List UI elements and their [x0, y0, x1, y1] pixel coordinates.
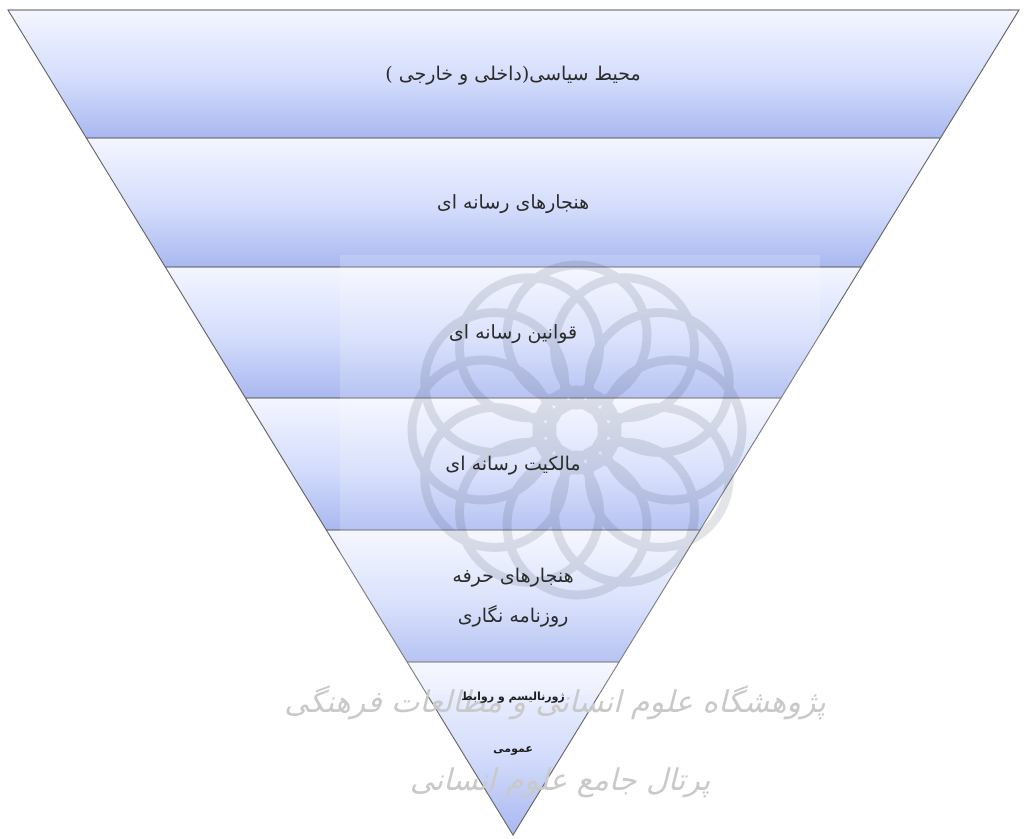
layer-5-label-line-1: هنجارهای حرفه: [452, 565, 573, 587]
watermark-backdrop: [340, 255, 820, 695]
pyramid-labels: محیط سیاسی(داخلی و خارجی ) هنجارهای رسانه…: [385, 63, 640, 755]
watermark-petal: [455, 273, 604, 423]
watermark-petal: [584, 403, 734, 552]
watermark-petal: [407, 355, 557, 505]
watermark-petal: [502, 450, 652, 600]
watermark-petal: [502, 260, 652, 410]
layer-1-label-line-1: محیط سیاسی(داخلی و خارجی ): [385, 63, 640, 85]
watermark-petal: [597, 355, 747, 505]
pyramid-layer-6: [406, 661, 620, 836]
pyramid-layers: [7, 9, 1020, 836]
watermark-petal: [420, 308, 570, 457]
layer-3-label-line-1: قوانین رسانه ای: [449, 322, 577, 344]
watermark-emblem: [340, 255, 820, 695]
watermark-line-2: پرتال جامع علوم انسانی: [410, 763, 710, 798]
watermark-core: [532, 385, 622, 475]
watermark-line-1: پژوهشگاه علوم انسانی و مطالعات فرهنگی: [284, 685, 826, 720]
watermark-petal: [420, 403, 570, 552]
layer-4-label-line-1: مالکیت رسانه ای: [445, 453, 580, 475]
watermark-petal: [455, 437, 604, 587]
layer-5-label-line-2: روزنامه نگاری: [458, 604, 569, 627]
layer-6-label-line-1: ژورنالیسم و روابط: [461, 690, 565, 703]
watermark-petal: [550, 437, 699, 587]
layer-6-label-line-2: عمومی: [493, 742, 533, 755]
layer-2-label-line-1: هنجارهای رسانه ای: [437, 192, 589, 214]
watermark-petal: [550, 273, 699, 423]
watermark-petal: [584, 308, 734, 457]
